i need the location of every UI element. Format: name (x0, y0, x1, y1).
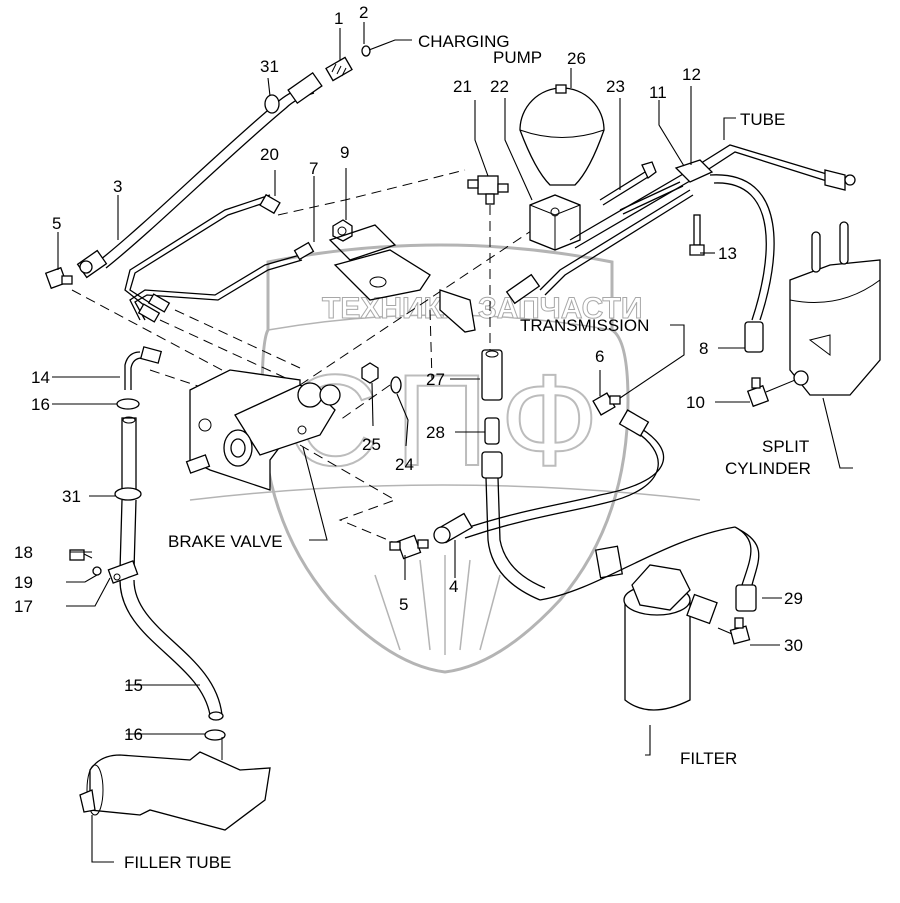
pipe-lower (119, 499, 137, 571)
nut-25 (361, 362, 379, 384)
callout-31-top: 31 (260, 57, 279, 76)
hose-clamp-16-top (116, 398, 140, 410)
watermark-lower-band (189, 484, 701, 501)
callout-7: 7 (309, 159, 318, 178)
callout-25: 25 (362, 435, 381, 454)
callout-20: 20 (260, 145, 279, 164)
fitting-1 (325, 56, 353, 82)
callout-23: 23 (606, 77, 625, 96)
clamp-12 (674, 159, 714, 183)
callout-3: 3 (113, 177, 122, 196)
nut-9 (332, 219, 353, 242)
callout-11: 11 (649, 83, 667, 102)
label-brake-valve: BRAKE VALVE (168, 532, 283, 551)
tee-fitting-21 (467, 175, 509, 205)
label-pump: PUMP (493, 48, 542, 67)
callout-16-top: 16 (31, 395, 50, 414)
adapter-27 (481, 349, 503, 401)
callout-17: 17 (14, 597, 33, 616)
watermark-right-text: ЗАПЧАСТИ (478, 292, 642, 325)
watermark-banner-band (267, 314, 613, 331)
callout-9: 9 (340, 143, 349, 162)
filter (539, 526, 736, 711)
callout-8: 8 (699, 339, 708, 358)
callout-1: 1 (334, 9, 343, 28)
hose-14 (124, 346, 163, 390)
callout-24: 24 (395, 455, 414, 474)
callout-27: 27 (426, 370, 445, 389)
washer-24 (390, 376, 402, 394)
clip-31-left (114, 487, 142, 501)
bracket-17 (107, 560, 139, 584)
hose-fitting-27-below (481, 451, 546, 601)
label-transmission: TRANSMISSION (520, 316, 649, 335)
callout-13: 13 (718, 244, 737, 263)
callout-14: 14 (31, 368, 50, 387)
callout-12: 12 (682, 65, 701, 84)
label-filter: FILTER (680, 749, 737, 768)
elbow-fitting-5-bottom (389, 534, 429, 560)
hose-end-fitting (287, 71, 323, 105)
callout-16-bottom: 16 (124, 725, 143, 744)
brake-valve (185, 369, 341, 491)
elbow-fitting-10 (746, 377, 801, 408)
label-cylinder: CYLINDER (725, 459, 811, 478)
callout-5-bottom: 5 (399, 595, 408, 614)
callout-10: 10 (686, 393, 705, 412)
watermark-logo-letter-2: П (395, 347, 488, 493)
leader-lines (52, 22, 853, 863)
hose-8 (709, 174, 775, 353)
callout-31-left: 31 (62, 487, 81, 506)
split-cylinder (789, 221, 881, 396)
bolt-18 (69, 549, 93, 561)
callout-2: 2 (359, 3, 368, 22)
fitting-28 (484, 417, 500, 445)
callout-5-top: 5 (52, 214, 61, 233)
filler-tube (79, 737, 271, 831)
label-tube: TUBE (740, 110, 785, 129)
hose-clamp-16-bottom (204, 729, 226, 741)
o-ring-2 (361, 45, 371, 57)
callout-26: 26 (567, 49, 586, 68)
callout-29: 29 (784, 589, 803, 608)
callout-4: 4 (449, 577, 458, 596)
elbow-fitting-30 (717, 617, 751, 645)
callout-22: 22 (490, 77, 509, 96)
component-labels: CHARGING PUMP TUBE TRANSMISSION SPLIT CY… (124, 32, 811, 872)
elbow-fitting-6 (592, 392, 621, 416)
assembly-dashed-lines (71, 169, 541, 546)
accumulator-26 (519, 84, 605, 186)
callout-18: 18 (14, 543, 33, 562)
elbow-fitting-5-top (44, 266, 73, 290)
watermark-logo-letter-3: Ф (500, 347, 599, 493)
callout-28: 28 (426, 423, 445, 442)
watermark-wheat-icon (374, 555, 501, 655)
label-filler-tube: FILLER TUBE (124, 853, 231, 872)
pipe-upper (121, 416, 137, 499)
label-charging: CHARGING (418, 32, 510, 51)
callout-19: 19 (14, 573, 33, 592)
mounting-bracket (328, 224, 476, 333)
bolt-13 (689, 214, 705, 256)
hose-15 (119, 579, 224, 721)
label-split: SPLIT (762, 437, 809, 456)
callout-30: 30 (784, 636, 803, 655)
clip-31-top (264, 94, 280, 114)
tube-11 (505, 144, 856, 305)
bolt-23 (599, 161, 657, 206)
callout-6: 6 (595, 347, 604, 366)
hose-4 (433, 409, 665, 544)
callout-15: 15 (124, 676, 143, 695)
callout-21: 21 (453, 77, 472, 96)
callout-numbers: 1 2 3 4 5 5 6 7 8 9 10 11 12 13 14 15 16… (14, 3, 803, 744)
charging-block-22 (529, 194, 581, 251)
tube-7-20 (124, 193, 315, 323)
hose-29 (734, 526, 760, 612)
washer-19 (92, 566, 102, 576)
